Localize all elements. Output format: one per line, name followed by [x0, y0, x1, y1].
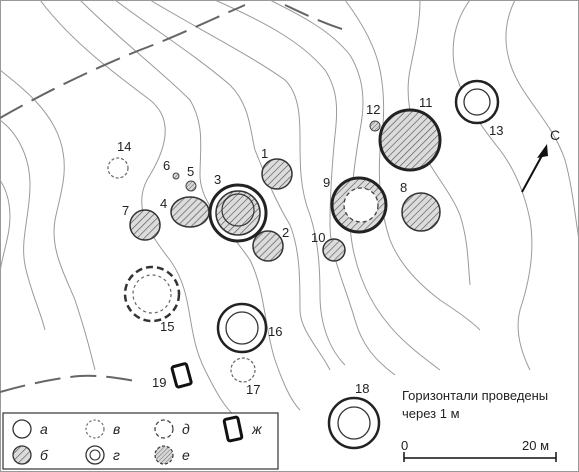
feature-label: 12 [366, 102, 380, 117]
feature-label: 2 [282, 225, 289, 240]
legend-symbol-e [154, 445, 174, 465]
feature-label: 14 [117, 139, 131, 154]
contour-lines [0, 0, 579, 421]
feature-label: 3 [214, 172, 221, 187]
feature-label: 1 [261, 146, 268, 161]
feature-16-inner [225, 311, 259, 345]
feature-3-inner [215, 190, 261, 236]
feature-5-marker[interactable] [185, 180, 197, 192]
feature-4-marker[interactable] [170, 196, 210, 228]
feature-label: 6 [163, 158, 170, 173]
feature-label: 7 [122, 203, 129, 218]
terrace-edge-lines [0, 4, 346, 393]
feature-label: 17 [246, 382, 260, 397]
feature-label: 15 [160, 319, 174, 334]
feature-14-marker[interactable] [107, 157, 129, 179]
feature-6-marker[interactable] [172, 172, 180, 180]
feature-label: 8 [400, 180, 407, 195]
feature-11-marker[interactable] [378, 108, 442, 172]
feature-12-marker[interactable] [369, 120, 381, 132]
feature-label: 9 [323, 175, 330, 190]
legend-symbol-b [12, 445, 32, 465]
feature-19-marker[interactable] [170, 362, 193, 389]
feature-label: 5 [187, 164, 194, 179]
scale-start: 0 [401, 438, 408, 453]
feature-labels: 1 2 3 4 5 6 7 8 9 10 11 12 13 14 15 16 1… [117, 95, 503, 397]
feature-label: 10 [311, 230, 325, 245]
scale-end: 20 м [522, 438, 549, 453]
north-arrow: С [521, 127, 560, 193]
scale-bar: 0 20 м [401, 438, 557, 462]
contour-note-line1: Горизонтали проведены [402, 388, 548, 403]
feature-label: 18 [355, 381, 369, 396]
feature-label: 11 [419, 95, 433, 110]
legend-symbol-a [12, 419, 32, 439]
legend-label-v: в [113, 421, 120, 437]
feature-1-marker[interactable] [261, 158, 293, 190]
feature-16-marker[interactable] [216, 302, 268, 354]
legend-symbol-g-inner [89, 449, 101, 461]
legend-symbol-g [85, 445, 105, 465]
feature-2-marker[interactable] [252, 230, 284, 262]
archaeological-features [107, 79, 500, 450]
feature-label: 19 [152, 375, 166, 390]
contour-note-line2: через 1 м [402, 406, 460, 421]
feature-9-inner [343, 187, 379, 223]
feature-13-marker[interactable] [454, 79, 500, 125]
north-label: С [550, 127, 560, 143]
legend-symbol-v [85, 419, 105, 439]
legend-label-b: б [40, 447, 49, 463]
feature-15-inner [132, 274, 172, 314]
feature-18-inner [337, 406, 371, 440]
legend-label-d: д [182, 421, 190, 437]
legend-label-g: г [113, 447, 120, 463]
feature-17-marker[interactable] [230, 357, 256, 383]
legend-label-zh: ж [251, 421, 263, 437]
map-note: Горизонтали проведены через 1 м [402, 388, 548, 421]
feature-label: 16 [268, 324, 282, 339]
feature-18-marker[interactable] [327, 396, 381, 450]
feature-7-marker[interactable] [129, 209, 161, 241]
feature-10-marker[interactable] [322, 238, 346, 262]
legend-symbol-d [154, 419, 174, 439]
feature-13-inner [463, 88, 491, 116]
legend: а б в г д е ж [2, 412, 279, 470]
feature-label: 4 [160, 196, 167, 211]
legend-symbol-zh [222, 415, 244, 443]
legend-label-a: а [40, 421, 48, 437]
feature-8-marker[interactable] [401, 192, 441, 232]
feature-label: 13 [489, 123, 503, 138]
feature-3-core [221, 193, 255, 227]
legend-label-e: е [182, 447, 190, 463]
